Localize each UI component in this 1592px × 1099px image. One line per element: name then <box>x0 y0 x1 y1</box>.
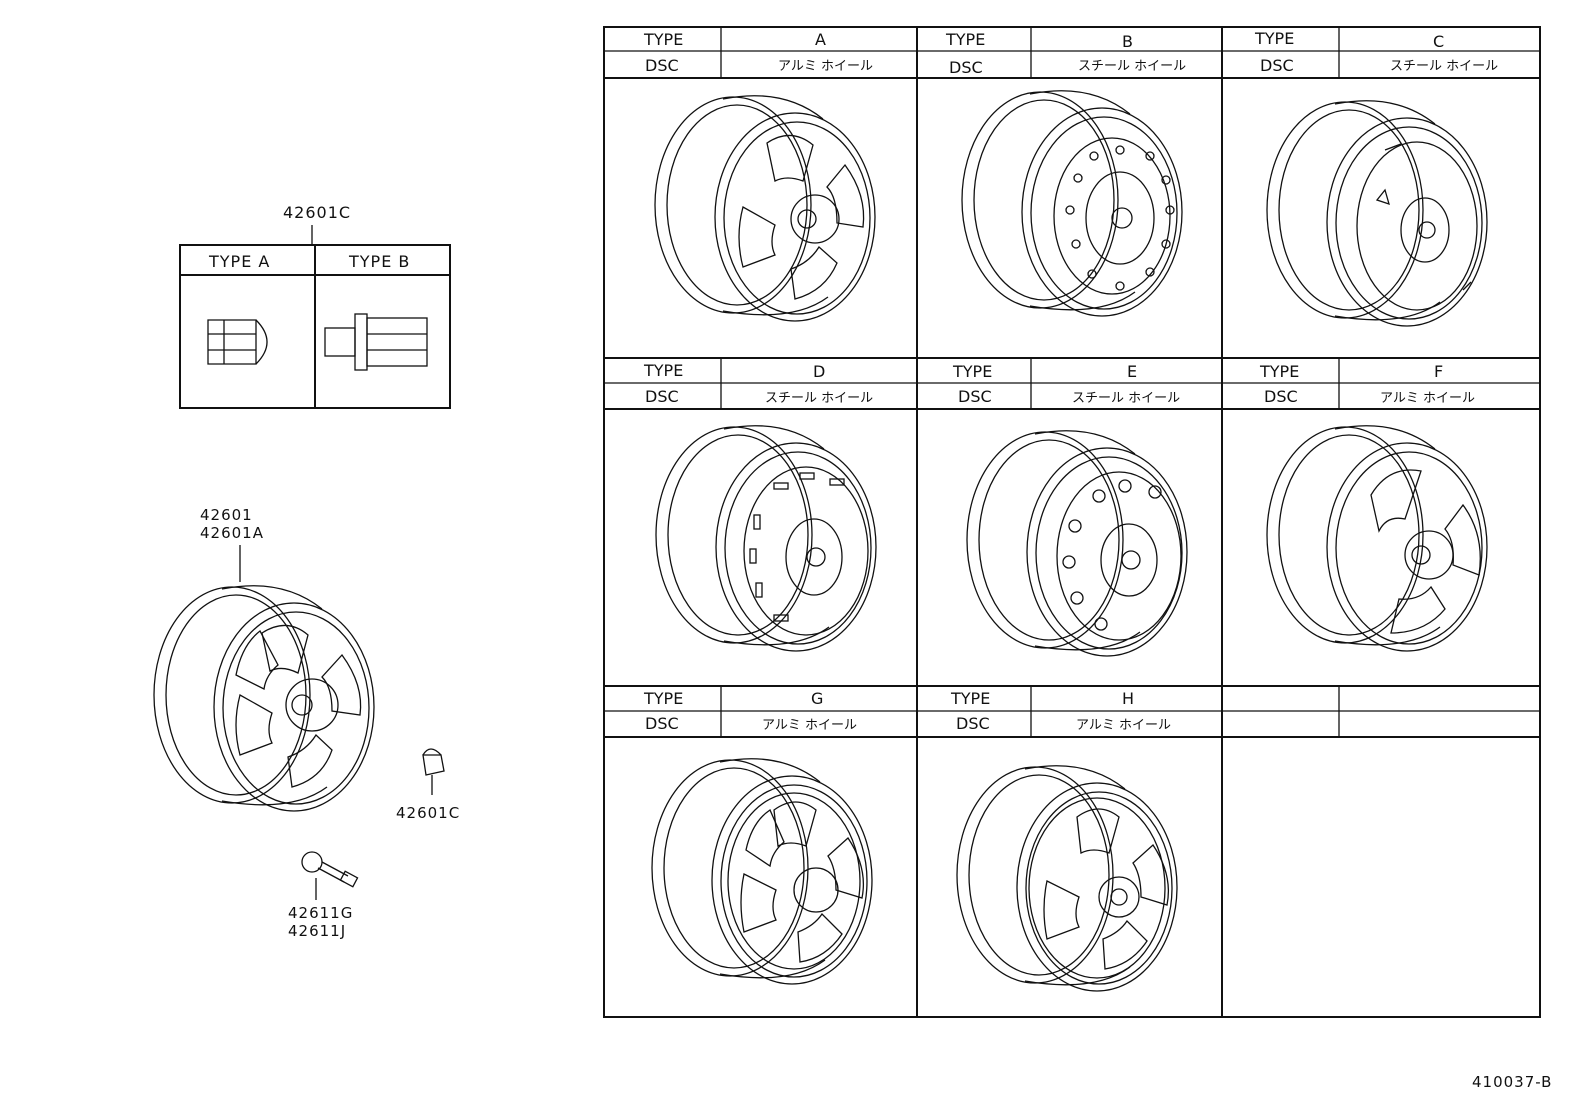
dsc-label-a: DSC <box>645 56 679 75</box>
wheel-type-h-icon <box>956 765 1178 992</box>
valve-part-number-1: 42611G <box>288 904 353 922</box>
lug-nut-part-number: 42601C <box>396 804 460 822</box>
type-value-h: H <box>1122 689 1134 708</box>
type-label-h: TYPE <box>950 689 990 708</box>
type-label-d: TYPE <box>643 361 683 380</box>
dsc-value-f: アルミ ホイール <box>1380 391 1475 406</box>
dsc-value-c: スチール ホイール <box>1390 59 1498 74</box>
dsc-value-e: スチール ホイール <box>1072 391 1180 406</box>
acorn-nut-icon <box>207 319 268 365</box>
lug-nut-icon <box>422 748 445 795</box>
illustration-id: 410037-B <box>1472 1073 1552 1091</box>
type-label-g: TYPE <box>643 689 683 708</box>
nut-type-a-header: TYPE A <box>208 252 270 271</box>
type-value-g: G <box>811 689 823 708</box>
type-value-a: A <box>815 30 826 49</box>
dsc-label-e: DSC <box>958 387 992 406</box>
valve-callout: 42611G 42611J <box>288 904 353 940</box>
type-value-c: C <box>1433 32 1444 51</box>
nut-part-number: 42601C <box>283 203 351 222</box>
dsc-value-g: アルミ ホイール <box>762 718 857 733</box>
dsc-label-f: DSC <box>1264 387 1298 406</box>
wheel-part-number-1: 42601 <box>200 506 253 524</box>
type-label-f: TYPE <box>1259 362 1299 381</box>
type-value-e: E <box>1127 362 1137 381</box>
dsc-label-d: DSC <box>645 387 679 406</box>
wheel-type-a-icon <box>654 95 876 322</box>
wheel-type-e-icon <box>966 430 1188 657</box>
wheel-type-d-icon <box>655 425 877 652</box>
wheel-type-b-icon <box>961 90 1183 317</box>
wheel-callout: 42601 42601A <box>200 506 264 582</box>
dsc-label-h: DSC <box>956 714 990 733</box>
type-value-b: B <box>1122 32 1133 51</box>
valve-stem-icon <box>301 851 359 900</box>
type-label-b: TYPE <box>945 30 985 49</box>
main-wheel-icon <box>153 585 375 812</box>
wheel-type-f-icon <box>1266 425 1488 652</box>
nut-callout: 42601C TYPE A TYPE B <box>179 203 451 409</box>
type-label-a: TYPE <box>643 30 683 49</box>
dsc-value-b: スチール ホイール <box>1078 59 1186 74</box>
dsc-label-c: DSC <box>1260 56 1294 75</box>
type-value-f: F <box>1434 362 1443 381</box>
wheel-type-g-icon <box>651 758 873 985</box>
type-table: TYPE DSC A アルミ ホイール TYPE DSC B スチール ホイール… <box>603 26 1541 1018</box>
dsc-value-a: アルミ ホイール <box>778 59 873 74</box>
dsc-value-h: アルミ ホイール <box>1076 718 1171 733</box>
wheel-type-c-icon <box>1266 100 1488 327</box>
valve-part-number-2: 42611J <box>288 922 346 940</box>
long-nut-icon <box>324 313 428 371</box>
type-label-c: TYPE <box>1254 29 1294 48</box>
wheel-part-number-2: 42601A <box>200 524 264 542</box>
dsc-value-d: スチール ホイール <box>765 391 873 406</box>
dsc-label-b: DSC <box>949 58 983 77</box>
nut-type-b-header: TYPE B <box>348 252 410 271</box>
type-label-e: TYPE <box>952 362 992 381</box>
type-value-d: D <box>813 362 825 381</box>
dsc-label-g: DSC <box>645 714 679 733</box>
